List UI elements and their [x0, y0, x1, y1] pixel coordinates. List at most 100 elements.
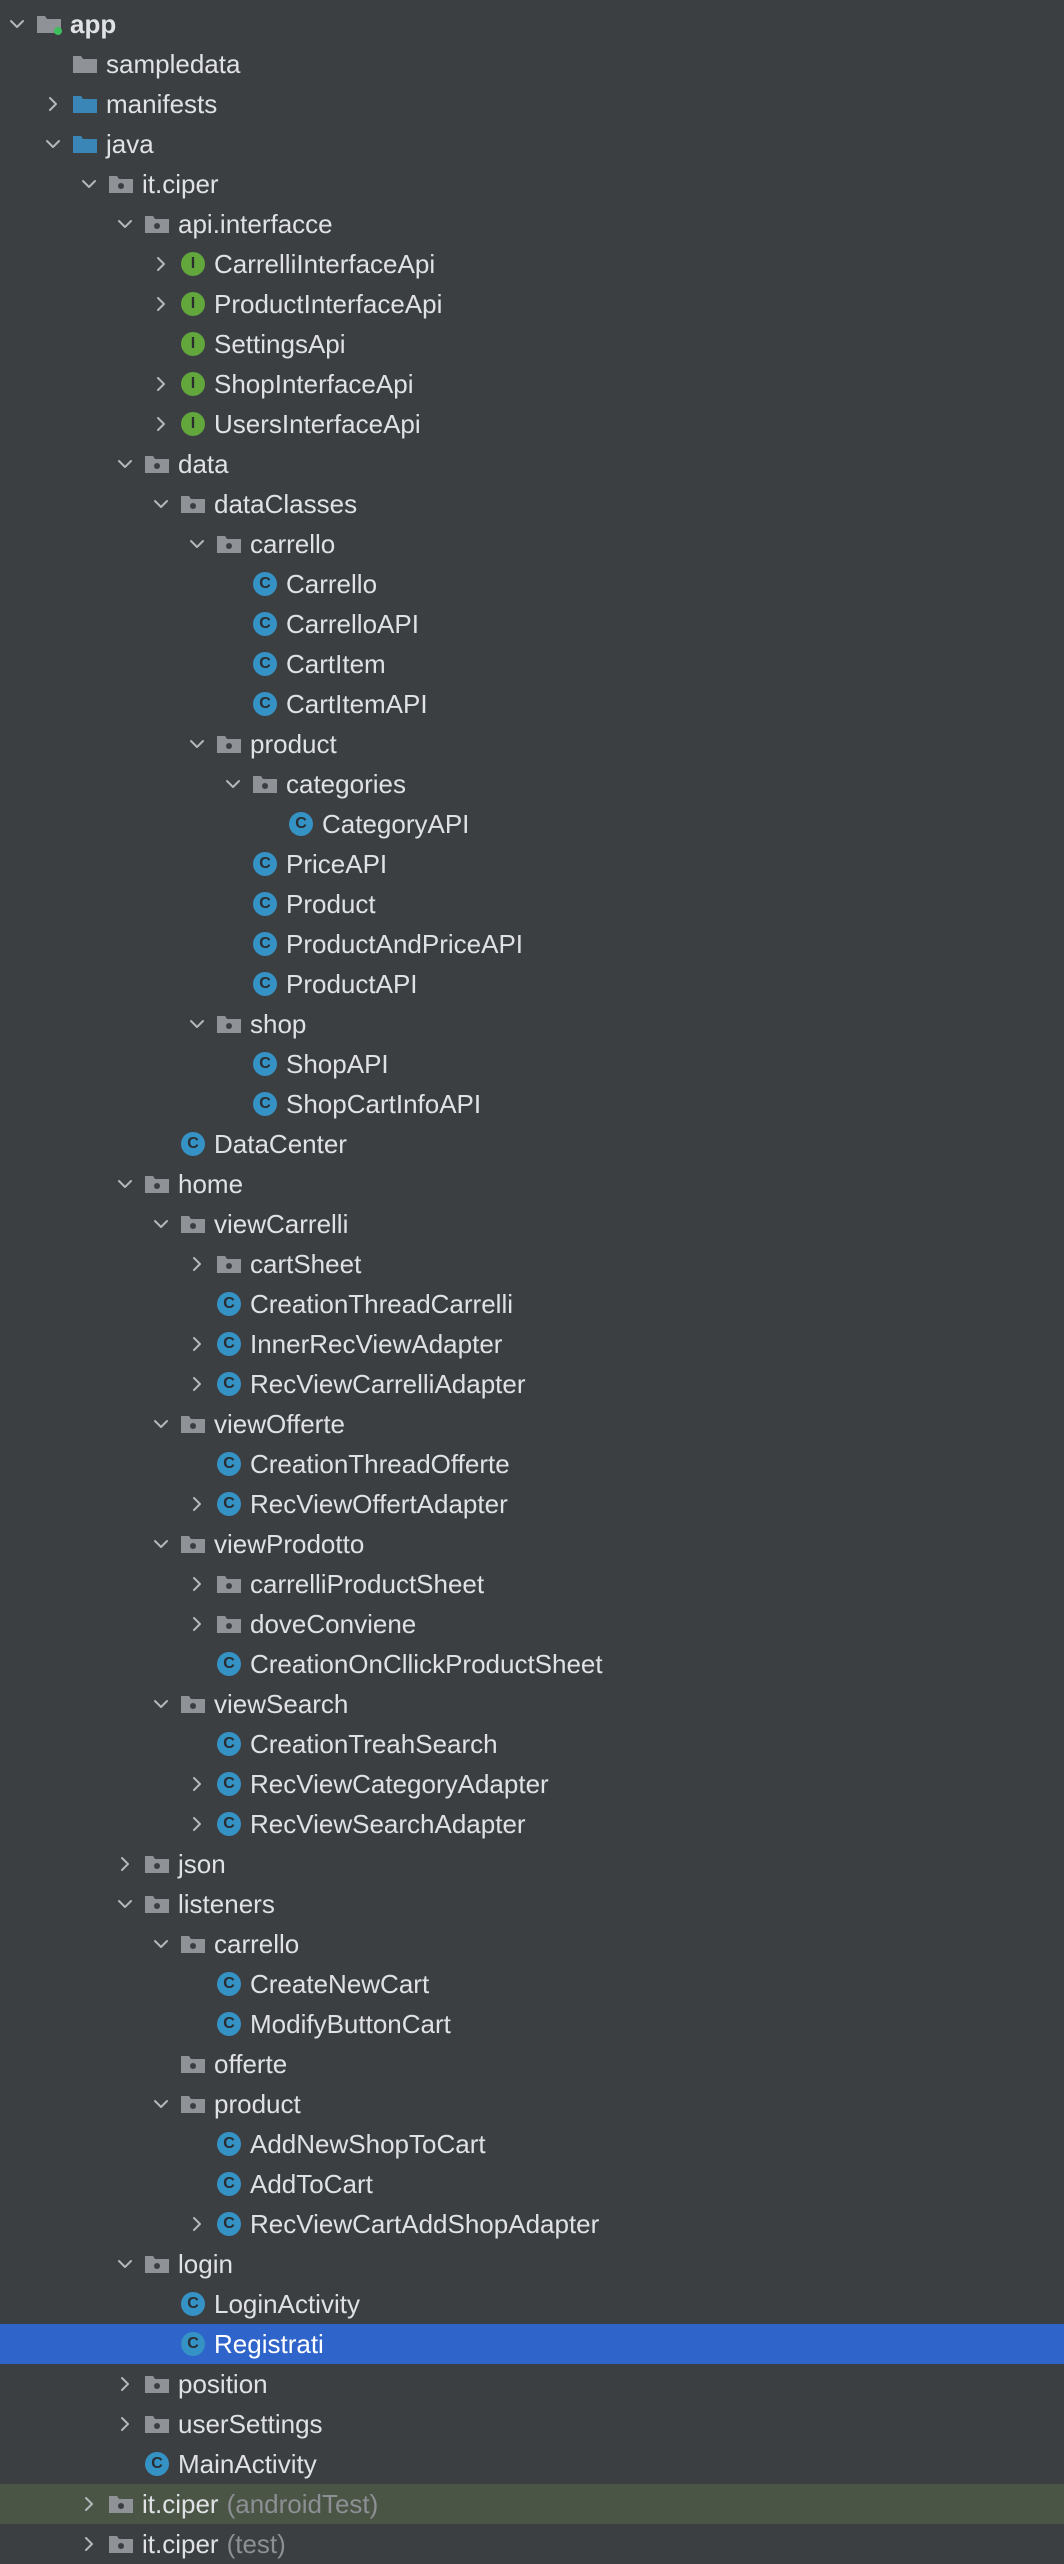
chevron-down-icon[interactable] — [144, 2084, 178, 2124]
chevron-down-icon[interactable] — [144, 1684, 178, 1724]
chevron-down-icon[interactable] — [72, 164, 106, 204]
tree-row-viewofferte[interactable]: viewOfferte — [0, 1404, 1064, 1444]
tree-row-home[interactable]: home — [0, 1164, 1064, 1204]
tree-row-carrelliproductsheet[interactable]: carrelliProductSheet — [0, 1564, 1064, 1604]
tree-row-viewcarrelli[interactable]: viewCarrelli — [0, 1204, 1064, 1244]
chevron-right-icon[interactable] — [180, 1484, 214, 1524]
tree-row-listeners[interactable]: listeners — [0, 1884, 1064, 1924]
tree-row-offerte[interactable]: offerte — [0, 2044, 1064, 2084]
chevron-right-icon[interactable] — [180, 1604, 214, 1644]
chevron-down-icon[interactable] — [180, 524, 214, 564]
tree-row-categories[interactable]: categories — [0, 764, 1064, 804]
chevron-down-icon[interactable] — [0, 4, 34, 44]
tree-row-usersettings[interactable]: userSettings — [0, 2404, 1064, 2444]
chevron-down-icon[interactable] — [144, 1204, 178, 1244]
chevron-down-icon[interactable] — [144, 484, 178, 524]
chevron-right-icon[interactable] — [180, 1244, 214, 1284]
tree-row-carrello[interactable]: carrello — [0, 524, 1064, 564]
tree-row-manifests[interactable]: manifests — [0, 84, 1064, 124]
chevron-down-icon[interactable] — [180, 1004, 214, 1044]
tree-row-login[interactable]: login — [0, 2244, 1064, 2284]
chevron-right-icon[interactable] — [108, 1844, 142, 1884]
tree-row-product[interactable]: product — [0, 2084, 1064, 2124]
chevron-down-icon[interactable] — [144, 1924, 178, 1964]
tree-row-dataclasses[interactable]: dataClasses — [0, 484, 1064, 524]
chevron-down-icon[interactable] — [108, 1164, 142, 1204]
tree-row-cartsheet[interactable]: cartSheet — [0, 1244, 1064, 1284]
chevron-right-icon[interactable] — [180, 1324, 214, 1364]
chevron-right-icon[interactable] — [180, 1364, 214, 1404]
chevron-right-icon[interactable] — [180, 1804, 214, 1844]
tree-row-carrello[interactable]: carrello — [0, 1924, 1064, 1964]
chevron-down-icon[interactable] — [144, 1404, 178, 1444]
chevron-right-icon[interactable] — [108, 2364, 142, 2404]
chevron-down-icon[interactable] — [36, 124, 70, 164]
tree-row-product[interactable]: product — [0, 724, 1064, 764]
chevron-right-icon[interactable] — [144, 364, 178, 404]
tree-row-shop[interactable]: shop — [0, 1004, 1064, 1044]
chevron-down-icon[interactable] — [108, 1884, 142, 1924]
tree-row-api-interfacce[interactable]: api.interfacce — [0, 204, 1064, 244]
chevron-down-icon[interactable] — [216, 764, 250, 804]
tree-row-json[interactable]: json — [0, 1844, 1064, 1884]
chevron-right-icon[interactable] — [180, 1764, 214, 1804]
tree-row-it-ciper[interactable]: it.ciper — [0, 164, 1064, 204]
chevron-right-icon[interactable] — [180, 1564, 214, 1604]
chevron-right-icon[interactable] — [144, 244, 178, 284]
tree-row-it-ciper[interactable]: it.ciper(test) — [0, 2524, 1064, 2564]
chevron-right-icon[interactable] — [108, 2404, 142, 2444]
tree-row-data[interactable]: data — [0, 444, 1064, 484]
chevron-right-icon[interactable] — [180, 2204, 214, 2244]
tree-row-viewsearch[interactable]: viewSearch — [0, 1684, 1064, 1724]
chevron-right-icon[interactable] — [144, 404, 178, 444]
tree-row-position[interactable]: position — [0, 2364, 1064, 2404]
tree-row-sampledata[interactable]: sampledata — [0, 44, 1064, 84]
chevron-down-icon[interactable] — [108, 204, 142, 244]
chevron-down-icon[interactable] — [144, 1524, 178, 1564]
tree-row-app[interactable]: app — [0, 4, 1064, 44]
tree-row-it-ciper[interactable]: it.ciper(androidTest) — [0, 2484, 1064, 2524]
chevron-down-icon[interactable] — [180, 724, 214, 764]
tree-row-viewprodotto[interactable]: viewProdotto — [0, 1524, 1064, 1564]
chevron-right-icon[interactable] — [72, 2484, 106, 2524]
chevron-right-icon[interactable] — [36, 84, 70, 124]
tree-row-doveconviene[interactable]: doveConviene — [0, 1604, 1064, 1644]
chevron-right-icon[interactable] — [144, 284, 178, 324]
tree-row-java[interactable]: java — [0, 124, 1064, 164]
chevron-down-icon[interactable] — [108, 2244, 142, 2284]
chevron-right-icon[interactable] — [72, 2524, 106, 2564]
